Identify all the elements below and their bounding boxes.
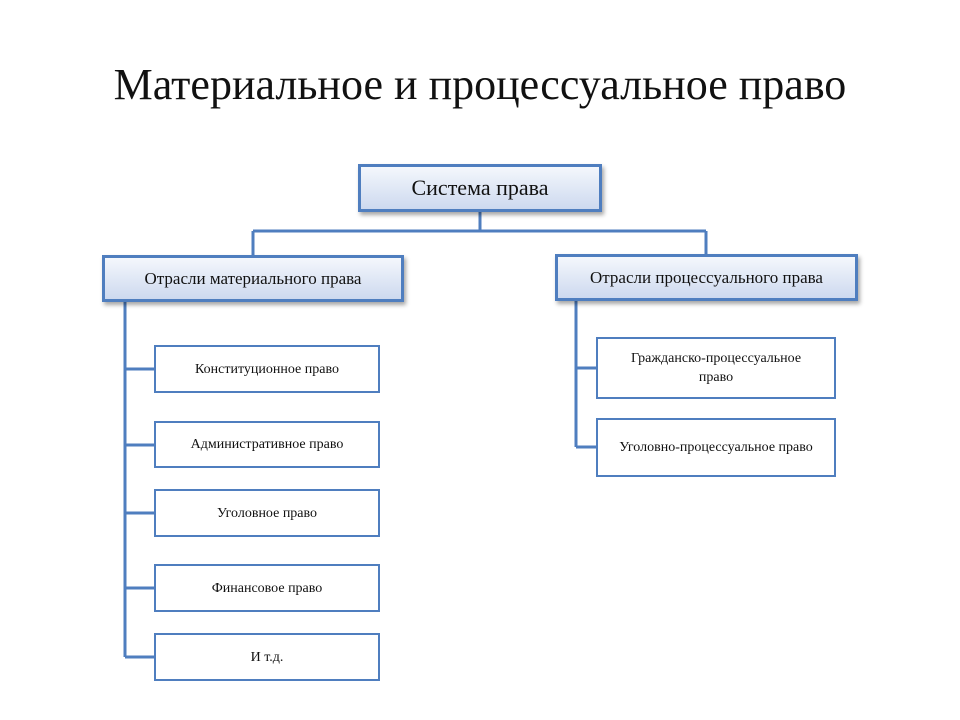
branch-node-procedural: Отрасли процессуального права bbox=[555, 254, 858, 301]
leaf-node-criminal-procedure: Уголовно-процессуальное право bbox=[596, 418, 836, 477]
leaf-node-financial: Финансовое право bbox=[154, 564, 380, 612]
branch-node-material: Отрасли материального права bbox=[102, 255, 404, 302]
leaf-node-civil-procedure: Гражданско-процессуальное право bbox=[596, 337, 836, 399]
leaf-node-constitutional: Конституционное право bbox=[154, 345, 380, 393]
root-node: Система права bbox=[358, 164, 602, 212]
leaf-node-etc: И т.д. bbox=[154, 633, 380, 681]
leaf-node-administrative: Административное право bbox=[154, 421, 380, 468]
leaf-node-criminal: Уголовное право bbox=[154, 489, 380, 537]
slide-title: Материальное и процессуальное право bbox=[113, 60, 847, 109]
